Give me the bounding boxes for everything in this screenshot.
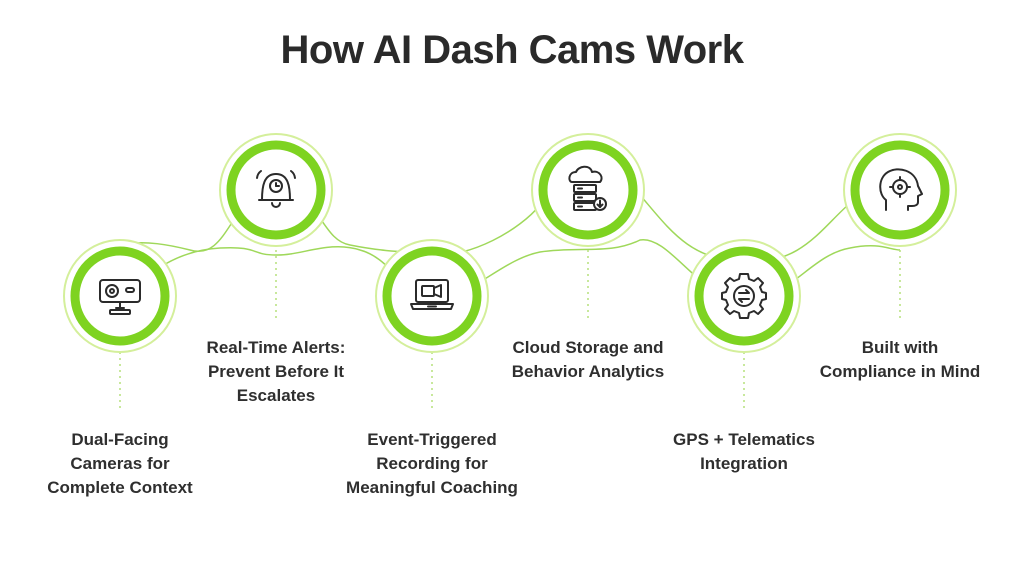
step-circle-1	[63, 239, 177, 353]
step-4-line-2: Behavior Analytics	[511, 362, 665, 381]
step-label-1: Dual-Facing Cameras for Complete Context	[20, 428, 220, 500]
step-2-line-3: Escalates	[236, 386, 316, 405]
step-circle-4	[531, 133, 645, 247]
step-label-6: Built with Compliance in Mind	[800, 336, 1000, 384]
step-1-line-3: Complete Context	[47, 478, 193, 497]
step-5-line-1: GPS + Telematics	[673, 430, 815, 449]
head-gear-icon	[879, 168, 923, 211]
step-6-line-1: Built with	[861, 338, 939, 357]
step-circles	[63, 133, 957, 353]
laptop-video-icon	[410, 279, 454, 310]
step-label-4: Cloud Storage and Behavior Analytics	[488, 336, 688, 384]
step-label-3: Event-Triggered Recording for Meaningful…	[332, 428, 532, 500]
step-2-line-1: Real-Time Alerts:	[206, 338, 346, 357]
step-2-line-2: Prevent Before It	[207, 362, 345, 381]
step-3-line-1: Event-Triggered	[367, 430, 497, 449]
step-5-line-2: Integration	[700, 454, 788, 473]
step-1-line-2: Cameras for	[70, 454, 170, 473]
step-3-line-2: Recording for	[376, 454, 488, 473]
alarm-bell-icon	[256, 170, 296, 208]
page-title: How AI Dash Cams Work	[280, 28, 744, 72]
step-circle-5	[687, 239, 801, 353]
cloud-server-icon	[568, 165, 607, 211]
step-label-5: GPS + Telematics Integration	[644, 428, 844, 476]
step-3-line-3: Meaningful Coaching	[346, 478, 518, 497]
step-1-line-1: Dual-Facing	[71, 430, 169, 449]
step-label-2: Real-Time Alerts: Prevent Before It Esca…	[176, 336, 376, 408]
gear-sync-icon	[721, 273, 767, 319]
dash-camera-icon	[99, 279, 141, 315]
step-circle-2	[219, 133, 333, 247]
dotted-leaders	[119, 244, 901, 410]
step-4-line-1: Cloud Storage and	[512, 338, 664, 357]
step-6-line-2: Compliance in Mind	[819, 362, 981, 381]
